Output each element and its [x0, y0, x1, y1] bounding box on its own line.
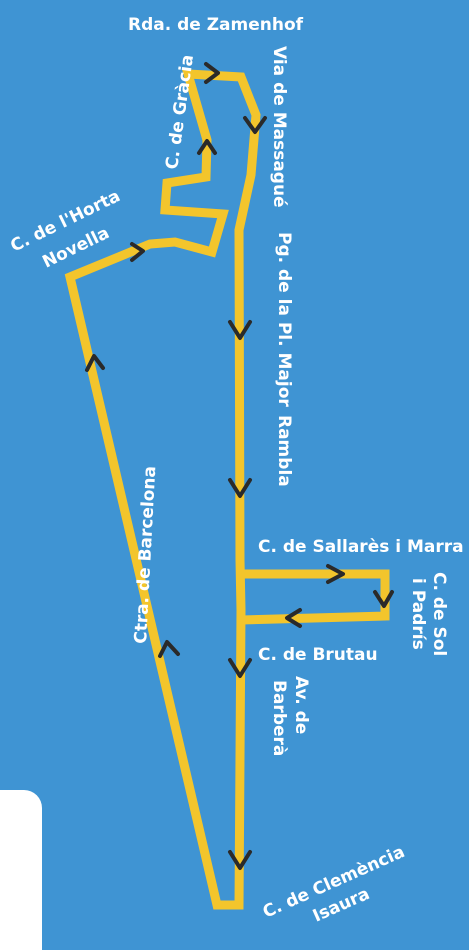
route-sallares-loop [240, 569, 390, 625]
label-via-massague: Via de Massagué [269, 46, 289, 208]
arrow-right-icon [326, 564, 345, 584]
arrow-left-icon [285, 608, 302, 628]
direction-arrows [85, 62, 394, 870]
arrow-down-icon [228, 850, 252, 870]
arrow-right-icon [130, 242, 145, 262]
label-c-sallares: C. de Sallarès i Marra [258, 537, 464, 557]
label-c-gracia: C. de Gràcia [162, 53, 198, 170]
label-c-sol-2: i Padrís [408, 578, 428, 650]
route-map: Rda. de Zamenhof Via de Massagué C. de G… [0, 15, 464, 950]
arrow-down-icon [228, 320, 252, 340]
map-canvas: Rda. de Zamenhof Via de Massagué C. de G… [7, 15, 464, 924]
label-av-barbera-1: Av. de [291, 676, 311, 734]
arrow-down-icon [228, 658, 252, 678]
label-rda-zamenhof: Rda. de Zamenhof [128, 15, 304, 35]
arrow-up-icon [158, 640, 180, 658]
label-pg-pl-major: Pg. de la Pl. Major [274, 232, 294, 407]
label-av-barbera-2: Barberà [269, 680, 289, 756]
arrow-down-icon [228, 478, 252, 498]
label-c-sol-1: C. de Sol [429, 572, 449, 656]
label-rambla: Rambla [274, 415, 294, 487]
arrow-up-icon [85, 354, 105, 372]
arrow-right-icon [204, 62, 220, 84]
corner-panel [0, 790, 42, 950]
label-c-brutau: C. de Brutau [258, 645, 378, 665]
arrow-up-icon [197, 139, 217, 155]
arrow-down-icon [243, 116, 267, 134]
arrow-down-icon [373, 590, 394, 608]
label-ctra-barcelona: Ctra. de Barcelona [131, 466, 160, 645]
